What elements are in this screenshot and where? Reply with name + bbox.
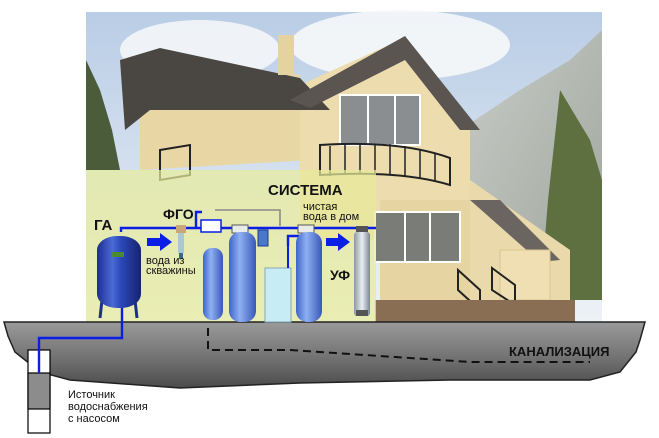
cartridge-filter [257,229,269,247]
filter-column-1 [200,219,223,320]
filter-column-3 [296,224,322,322]
hydro-accumulator-tank [97,236,141,319]
label-system: СИСТЕМА [268,182,343,199]
water-source-well [27,349,51,434]
label-source-3: с насосом [68,413,120,425]
water-pipes [37,210,376,373]
label-well-water-2: скважины [146,265,196,277]
bypass-pipe [215,209,281,226]
filter-column-2 [229,224,256,322]
ground [3,321,646,389]
brine-tank [264,267,292,323]
label-coarse-filter: ФГО [163,206,194,222]
label-sewage: КАНАЛИЗАЦИЯ [509,344,610,359]
sewage-line [207,328,590,363]
uv-sterilizer [354,226,370,316]
label-source-2: водоснабжения [68,401,148,413]
flow-arrow-in [147,233,172,251]
label-hydro-accumulator: ГА [94,217,113,234]
label-clean-water-2: вода в дом [303,211,360,223]
label-uv: УФ [330,267,351,283]
label-clean-water-1: чистая [303,201,338,213]
flow-arrow-out [326,233,350,251]
coarse-filter-fgo [176,225,186,259]
label-source-1: Источник [68,389,115,401]
label-well-water-1: вода из [146,255,185,267]
